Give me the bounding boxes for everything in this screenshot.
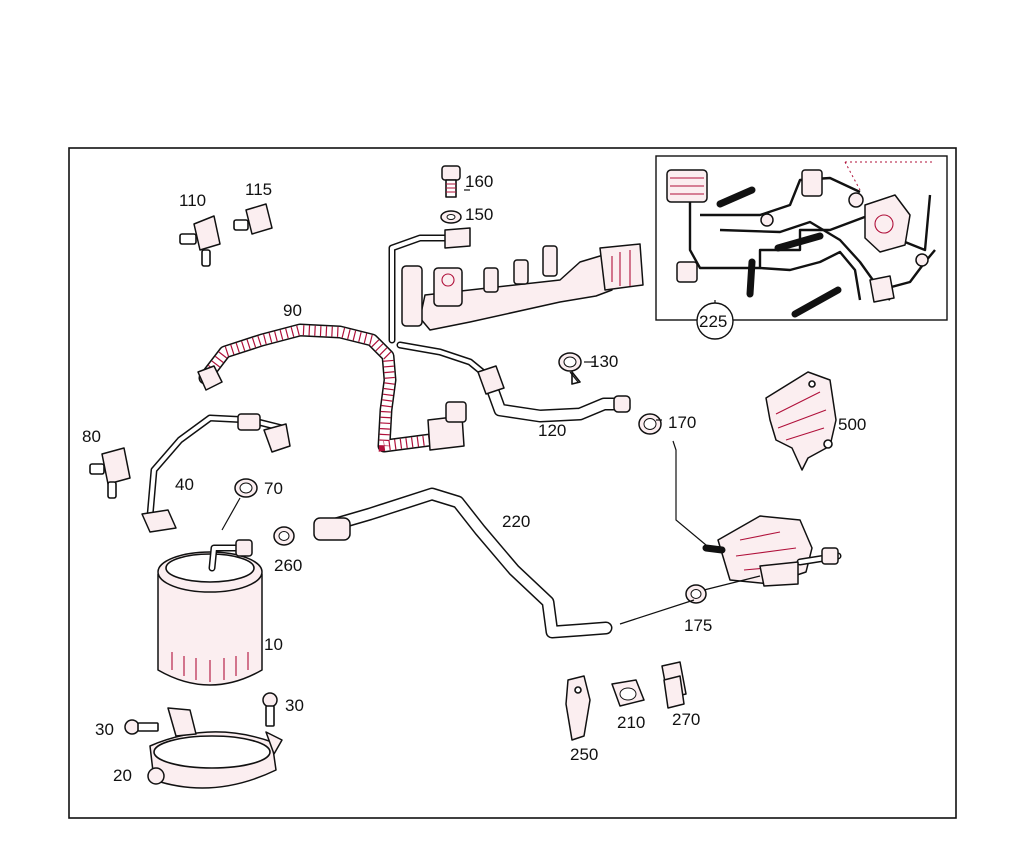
banjo-bolt-160 (441, 165, 461, 198)
label-80: 80 (82, 427, 101, 446)
label-170: 170 (668, 413, 696, 432)
bracket-250 (565, 675, 591, 741)
clip-210 (611, 679, 645, 707)
hose-120 (477, 365, 631, 423)
hose-clamp-260 (273, 526, 295, 546)
label-115: 115 (245, 180, 272, 199)
connector-115 (233, 203, 273, 235)
connector-110 (179, 215, 221, 267)
clip-270 (661, 661, 687, 709)
bolt-30-right (262, 692, 278, 727)
fuel-heater-valve (702, 515, 842, 587)
fuel-filter-10 (157, 539, 263, 686)
label-70: 70 (264, 479, 283, 498)
filter-clamp-20 (147, 707, 283, 789)
label-120: 120 (538, 421, 566, 440)
label-500: 500 (838, 415, 866, 434)
label-110: 110 (179, 191, 206, 210)
fuel-line-40 (141, 413, 291, 533)
label-150: 150 (465, 205, 493, 224)
sealing-washer-150 (440, 210, 462, 224)
connector-80 (89, 447, 131, 499)
hose-clamp-175 (685, 584, 707, 604)
label-210: 210 (617, 713, 645, 732)
leader-lines (221, 189, 761, 625)
label-225: 225 (699, 312, 727, 331)
hose-clamp-170 (638, 413, 662, 435)
diagram-frame (68, 147, 957, 819)
label-10: 10 (264, 635, 283, 654)
label-30-right: 30 (285, 696, 304, 715)
bracket-500 (765, 371, 837, 471)
fuel-rail (388, 227, 644, 384)
label-175: 175 (684, 616, 712, 635)
corrugated-hose-90 (197, 323, 467, 453)
label-130: 130 (590, 352, 618, 371)
label-30-left: 30 (95, 720, 114, 739)
hose-220 (313, 487, 613, 639)
label-260: 260 (274, 556, 302, 575)
part-labels: 10 20 30 30 40 70 80 90 110 115 120 130 … (82, 172, 866, 785)
label-40: 40 (175, 475, 194, 494)
label-220: 220 (502, 512, 530, 531)
label-250: 250 (570, 745, 598, 764)
label-90: 90 (283, 301, 302, 320)
label-160: 160 (465, 172, 493, 191)
bolt-30-left (124, 719, 159, 735)
hose-clamp-130 (558, 352, 582, 385)
label-20: 20 (113, 766, 132, 785)
label-270: 270 (672, 710, 700, 729)
hose-clamp-70 (234, 478, 258, 498)
inset-wiring-harness (655, 155, 948, 321)
